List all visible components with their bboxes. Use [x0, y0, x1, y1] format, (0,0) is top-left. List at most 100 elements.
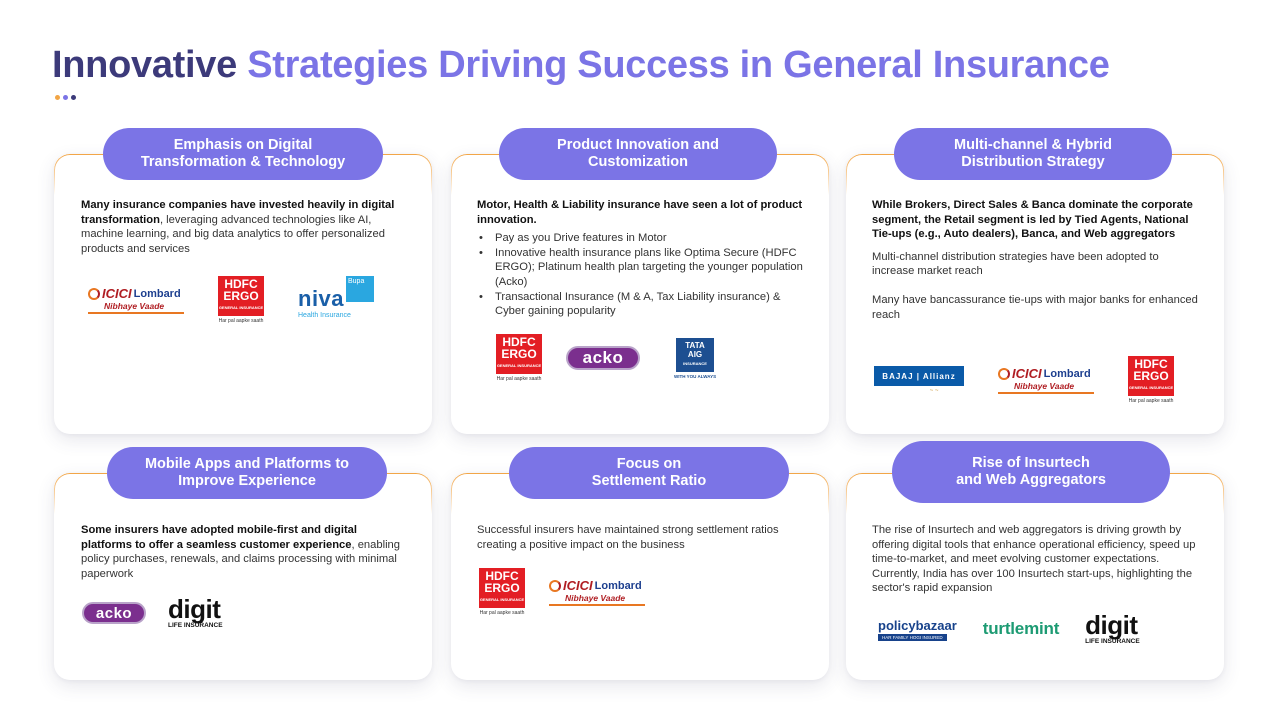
card-body: While Brokers, Direct Sales & Banca domi…: [872, 198, 1202, 322]
card-title-line2: and Web Aggregators: [956, 472, 1106, 488]
logo-tagline: LIFE INSURANCE: [168, 622, 223, 629]
logo-tagline: Nibhaye Vaade: [104, 301, 165, 311]
title-part2: Strategies Driving Success in General In…: [247, 44, 1110, 86]
bajaj-allianz-logo: BAJAJ | Allianz ~ ~: [874, 366, 964, 394]
logo-text: AIG: [687, 350, 703, 359]
logo-text: HDFC: [224, 277, 258, 291]
logo-text: ERGO: [501, 347, 537, 361]
card-title-line1: Emphasis on Digital: [173, 137, 313, 153]
card-body-bold: While Brokers, Direct Sales & Banca domi…: [872, 199, 1193, 241]
card-body: Many insurance companies have invested h…: [81, 198, 410, 256]
logo-tagline: Nibhaye Vaade: [1014, 381, 1075, 391]
policybazaar-logo: policybazaar HAR FAMILY HOGI INSURED: [878, 618, 957, 641]
bullet-item: Transactional Insurance (M & A, Tax Liab…: [477, 290, 807, 319]
logo-text: ERGO: [484, 581, 520, 595]
card-body-text: , enabling policy purchases, renewals, a…: [81, 538, 401, 580]
card-body: Motor, Health & Liability insurance have…: [477, 198, 807, 319]
card-body-bold: Some insurers have adopted mobile-first …: [81, 524, 358, 551]
card-title-line1: Product Innovation and: [557, 137, 719, 153]
logo-text: digit: [168, 594, 221, 624]
logo-tagline: Har pal aapke saath: [479, 610, 525, 616]
bupa-badge: Bupa: [346, 275, 374, 302]
logo-text: Lombard: [1043, 367, 1091, 380]
card-title-line2: Settlement Ratio: [591, 473, 707, 489]
logo-text: HDFC: [485, 569, 519, 583]
title-dots: [55, 95, 76, 100]
bullet-item: Pay as you Drive features in Motor: [477, 231, 807, 246]
card-title-line2: Distribution Strategy: [961, 154, 1105, 170]
logo-tagline: Nibhaye Vaade: [565, 593, 626, 603]
signature-mark: ~ ~: [929, 388, 939, 394]
card-body-bold: Motor, Health & Liability insurance have…: [477, 199, 803, 226]
logo-sub: GENERAL INSURANCE: [479, 597, 525, 602]
digit-logo: digit LIFE INSURANCE: [168, 594, 223, 629]
card-title-line2: Transformation & Technology: [140, 154, 346, 170]
bullet-item: Innovative health insurance plans like O…: [477, 246, 807, 290]
logo-text: TATA: [685, 341, 705, 350]
logo-tagline: Har pal aapke saath: [496, 376, 542, 382]
dot-orange: [55, 95, 60, 100]
card-para: Many have bancassurance tie-ups with maj…: [872, 293, 1198, 321]
dot-navy: [71, 95, 76, 100]
logo-text: BAJAJ | Allianz: [874, 366, 964, 386]
logo-text: Lombard: [133, 287, 181, 300]
logo-tagline: Health Insurance: [298, 311, 351, 319]
logo-tagline: LIFE INSURANCE: [1085, 638, 1140, 645]
card-body-bold: Many insurance companies have invested h…: [81, 199, 395, 226]
logo-text: ICICI: [1012, 366, 1042, 381]
icici-swirl-icon: [88, 287, 100, 300]
logo-sub: GENERAL INSURANCE: [218, 305, 264, 310]
card-title-line1: Mobile Apps and Platforms to: [144, 456, 350, 472]
logo-underline: [998, 392, 1094, 394]
logo-underline: [88, 312, 184, 314]
logo-text: acko: [95, 604, 133, 622]
card-body-text: The rise of Insurtech and web aggregator…: [872, 524, 1196, 595]
logo-text: acko: [582, 348, 624, 367]
card-body-text: , leveraging advanced technologies like …: [81, 213, 385, 255]
logo-text: HDFC: [1134, 357, 1168, 371]
logo-tagline: Har pal aapke saath: [1128, 398, 1174, 404]
bullet-list: Pay as you Drive features in Motor Innov…: [477, 231, 807, 319]
logo-tagline: Har pal aapke saath: [218, 318, 264, 324]
card-logos: acko digit LIFE INSURANCE: [54, 594, 432, 629]
card-title-line2: Improve Experience: [178, 473, 316, 489]
icici-swirl-icon: [998, 367, 1010, 380]
logo-tagline: HAR FAMILY HOGI INSURED: [878, 633, 947, 641]
page-title: Innovative Strategies Driving Success in…: [52, 44, 1110, 87]
card-title-line1: Focus on: [616, 456, 682, 472]
logo-underline: [549, 604, 645, 606]
logo-text: turtlemint: [982, 619, 1060, 638]
title-part1: Innovative: [52, 44, 237, 86]
logo-text: digit: [1085, 610, 1138, 640]
card-para: Multi-channel distribution strategies ha…: [872, 250, 1159, 278]
card-logos: policybazaar HAR FAMILY HOGI INSURED tur…: [846, 610, 1224, 645]
logo-sub: GENERAL INSURANCE: [496, 363, 542, 368]
card-body-text: Successful insurers have maintained stro…: [477, 524, 779, 551]
digit-logo: digit LIFE INSURANCE: [1085, 610, 1140, 645]
logo-text: Lombard: [594, 579, 642, 592]
card-body: The rise of Insurtech and web aggregator…: [872, 523, 1202, 596]
icici-swirl-icon: [549, 579, 561, 592]
logo-tagline: WITH YOU ALWAYS: [674, 373, 717, 379]
logo-text: ERGO: [223, 289, 259, 303]
